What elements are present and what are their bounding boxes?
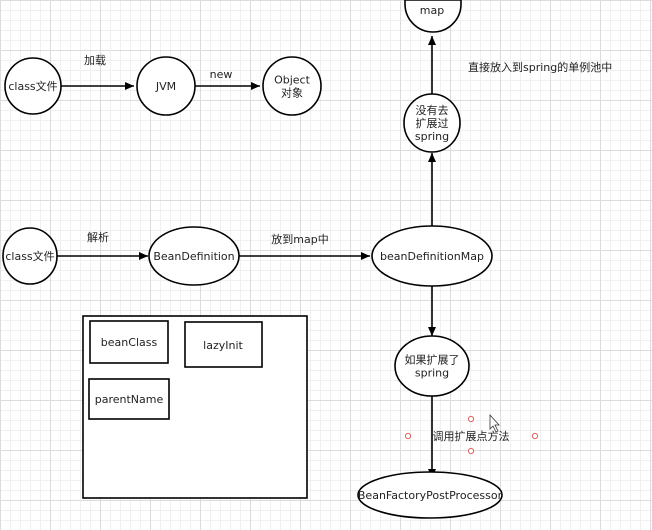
lazy-init-field[interactable] [184, 321, 263, 368]
bean-class-field-label: beanClass [101, 336, 158, 349]
edge-direct-put-label: 直接放入到spring的单例池中 [468, 60, 612, 74]
bean-factory-post-processor-node-label: BeanFactoryPostProcessor [358, 489, 503, 502]
text-line: lazyInit [203, 339, 243, 352]
text-line: spring [415, 367, 449, 380]
text-line: beanClass [101, 336, 158, 349]
edge-new-label: new [210, 68, 233, 81]
text-line: spring [415, 130, 449, 143]
selection-handle-top[interactable] [467, 415, 475, 423]
text-line: 如果扩展了 [405, 353, 460, 367]
text-line: BeanDefinition [153, 250, 234, 263]
map-node-label: map [420, 4, 444, 17]
text-line: BeanFactoryPostProcessor [358, 489, 503, 502]
not-extended-node[interactable] [403, 93, 461, 153]
text-line: class文件 [8, 79, 57, 93]
map-node[interactable] [404, 0, 462, 33]
selection-handle-bottom[interactable] [467, 447, 475, 455]
edge-parse-label: 解析 [87, 230, 109, 244]
lazy-init-field-label: lazyInit [203, 339, 243, 352]
text-line: 扩展过 [416, 116, 449, 130]
edge-call-extension-label: 调用扩展点方法 [433, 429, 510, 443]
text-line: parentName [95, 393, 164, 406]
bean-definition-box: beanClass lazyInit parentName [82, 315, 308, 499]
text-line: 对象 [281, 86, 303, 100]
edge-put-map-label: 放到map中 [271, 232, 328, 246]
class-file-node-2-label: class文件 [5, 249, 54, 263]
object-node[interactable] [262, 56, 322, 116]
text-line: 没有去 [416, 103, 449, 117]
selection-handle-left[interactable] [404, 432, 412, 440]
mouse-cursor-icon [489, 413, 500, 433]
edge-load-label: 加载 [84, 54, 106, 67]
text-line: map [420, 4, 444, 17]
class-file-node-1-label: class文件 [8, 79, 57, 93]
bean-factory-post-processor-node[interactable] [357, 471, 503, 519]
bean-definition-map-node-label: beanDefinitionMap [380, 250, 484, 263]
row2-flow: class文件 解析 BeanDefinition 放到map中 beanDef… [2, 225, 493, 287]
bean-definition-node-label: BeanDefinition [153, 250, 234, 263]
text-line: Object [274, 74, 311, 87]
bean-class-field[interactable] [89, 320, 169, 364]
selection-handle-right[interactable] [531, 432, 539, 440]
parent-name-field-label: parentName [95, 393, 164, 406]
text-line: beanDefinitionMap [380, 250, 484, 263]
text-line: JVM [155, 80, 176, 93]
parent-name-field[interactable] [88, 378, 170, 420]
text-line: class文件 [5, 249, 54, 263]
jvm-node-label: JVM [155, 80, 176, 93]
